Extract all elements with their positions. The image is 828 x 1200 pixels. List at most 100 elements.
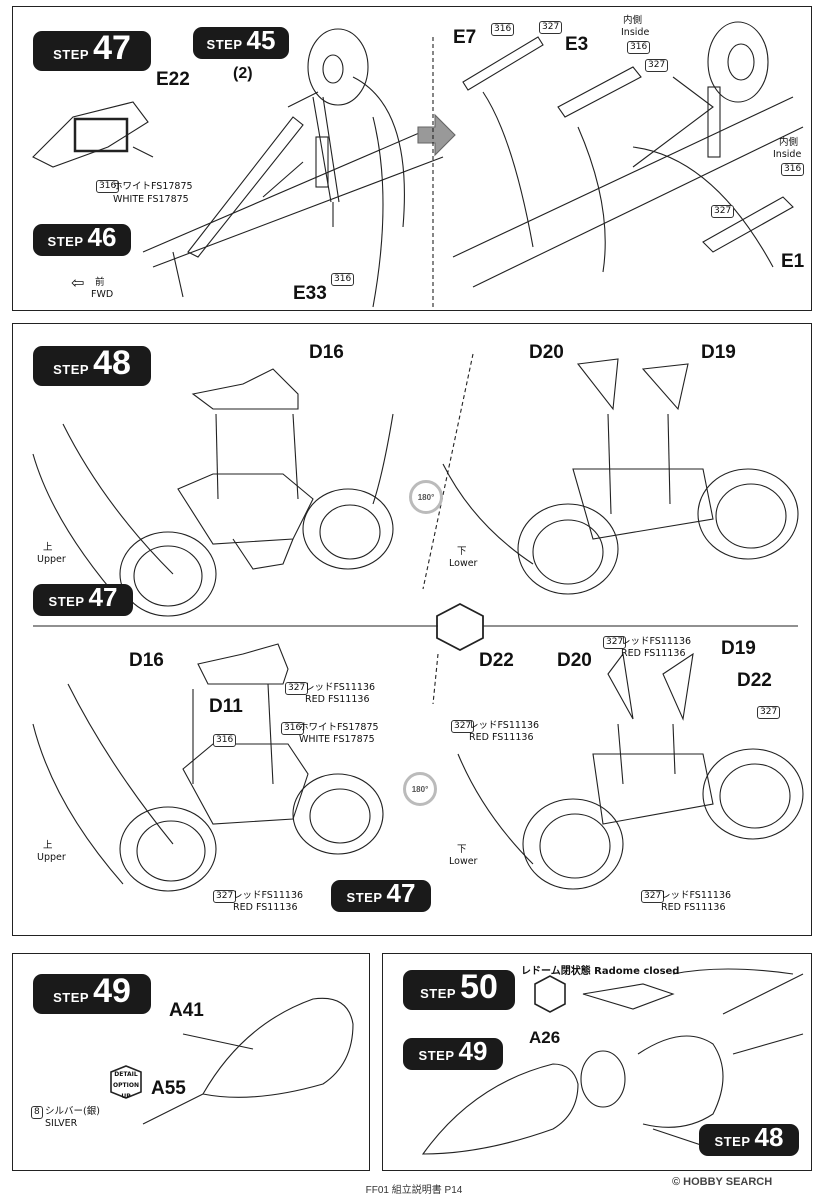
step-word: STEP [346,890,383,905]
part-e7: E7 [453,27,477,48]
lower-label-en: Lower [449,856,478,867]
step-number: 50 [460,968,498,1006]
red-label-en: RED FS11136 [621,648,686,659]
paint-code-327: 327 [285,682,309,695]
step-47-panel: STEP 47 STEP 45 (2) E22 316 ホワイトFS17875 … [12,6,812,311]
paint-code-327: 327 [539,21,563,34]
red-label-en: RED FS11136 [233,902,298,913]
step-50-badge: STEP 50 [403,970,515,1010]
red-label-en: RED FS11136 [661,902,726,913]
inside-label-jp: 内側 [623,15,643,26]
lower-label-jp: 下 [457,844,467,855]
step-49-badge: STEP 49 [33,974,151,1014]
step-number: 47 [88,582,118,612]
fwd-label-en: FWD [91,289,114,300]
rotate-180-icon: 180° [409,480,443,514]
part-d16: D16 [129,650,164,671]
paint-code-316: 316 [213,734,237,747]
paint-code-327: 327 [757,706,781,719]
step-word: STEP [53,47,90,62]
step-number: 48 [754,1122,784,1152]
inside-label-en: Inside [773,149,802,160]
part-a26: A26 [529,1028,561,1047]
paint-code-327: 327 [645,59,669,72]
part-a41: A41 [169,1000,204,1021]
part-d20: D20 [557,650,592,671]
part-e22: E22 [156,69,190,90]
white-label-jp: ホワイトFS17875 [299,722,379,733]
paint-code-316: 316 [491,23,515,36]
step-49-panel: STEP 49 A41 DETAIL OPTION UP A55 8 シルバー(… [12,953,370,1171]
step-45-sub: (2) [233,65,253,82]
fwd-arrow-icon: ⇦ [71,273,85,292]
step-word: STEP [48,594,85,609]
red-label-jp: レッドFS11136 [621,636,692,647]
red-label-jp: レッドFS11136 [469,720,540,731]
white-label-en: WHITE FS17875 [113,194,189,205]
step-48-badge: STEP 48 [33,346,151,386]
step-number: 47 [93,29,131,67]
upper-label-jp: 上 [43,542,53,553]
part-d19: D19 [701,342,736,363]
step-number: 49 [458,1036,488,1066]
step-word: STEP [206,37,243,52]
step-49-illustration [110,997,354,1125]
rotate-180-icon: 180° [403,772,437,806]
radome-closed-label: レドーム閉状態 Radome closed [521,966,680,977]
red-label-jp: レッドFS11136 [305,682,376,693]
step-47-illustration [32,21,804,308]
step-48-ref-badge: STEP 48 [699,1124,799,1156]
part-d20: D20 [529,342,564,363]
red-label-jp: レッドFS11136 [233,890,304,901]
paint-code-316: 316 [281,722,305,735]
step-word: STEP [53,990,90,1005]
step-number: 45 [246,25,276,55]
step-50-illustration [421,968,804,1155]
step-49-ref-badge: STEP 49 [403,1038,503,1070]
part-d22: D22 [479,650,514,671]
part-a55: A55 [151,1078,186,1099]
step-48-illustration [32,353,804,892]
part-d16: D16 [309,342,344,363]
paint-code-327: 327 [641,890,665,903]
silver-label-en: SILVER [45,1118,78,1129]
paint-code-316: 316 [96,180,120,193]
fwd-label-jp: 前 [95,277,105,288]
paint-code-327: 327 [603,636,627,649]
part-e33: E33 [293,283,327,304]
upper-label-jp: 上 [43,840,53,851]
step-word: STEP [418,1048,455,1063]
watermark: © HOBBY SEARCH [672,1176,773,1188]
step-50-panel: STEP 50 レドーム閉状態 Radome closed STEP 49 A2… [382,953,812,1171]
red-label-en: RED FS11136 [305,694,370,705]
step-word: STEP [420,986,457,1001]
paint-code-8: 8 [31,1106,43,1119]
step-48-panel: STEP 48 D16 D20 D19 上 Upper STEP 47 180°… [12,323,812,936]
paint-code-327: 327 [451,720,475,733]
detail-bot: UP [121,1093,131,1100]
step-45-badge: STEP 45 [193,27,289,59]
page-footer: FF01 組立説明書 P14 [365,1185,463,1196]
inside-label-en: Inside [621,27,650,38]
step-47-ref-badge: STEP 47 [331,880,431,912]
step-46-badge: STEP 46 [33,224,131,256]
step-number: 46 [87,222,117,252]
step-47-ref-badge: STEP 47 [33,584,133,616]
lower-label-jp: 下 [457,546,467,557]
paint-code-316: 316 [627,41,651,54]
part-d19: D19 [721,638,756,659]
step-number: 49 [93,972,131,1010]
inside-label-jp: 内側 [779,137,799,148]
step-number: 47 [386,878,416,908]
step-word: STEP [53,362,90,377]
paint-code-316: 316 [781,163,805,176]
paint-code-327: 327 [213,890,237,903]
silver-label-jp: シルバー(銀) [45,1106,100,1117]
detail-top: DETAIL [114,1071,138,1078]
lower-label-en: Lower [449,558,478,569]
paint-code-327: 327 [711,205,735,218]
part-e3: E3 [565,34,589,55]
red-label-jp: レッドFS11136 [661,890,732,901]
upper-label-en: Upper [37,554,66,565]
